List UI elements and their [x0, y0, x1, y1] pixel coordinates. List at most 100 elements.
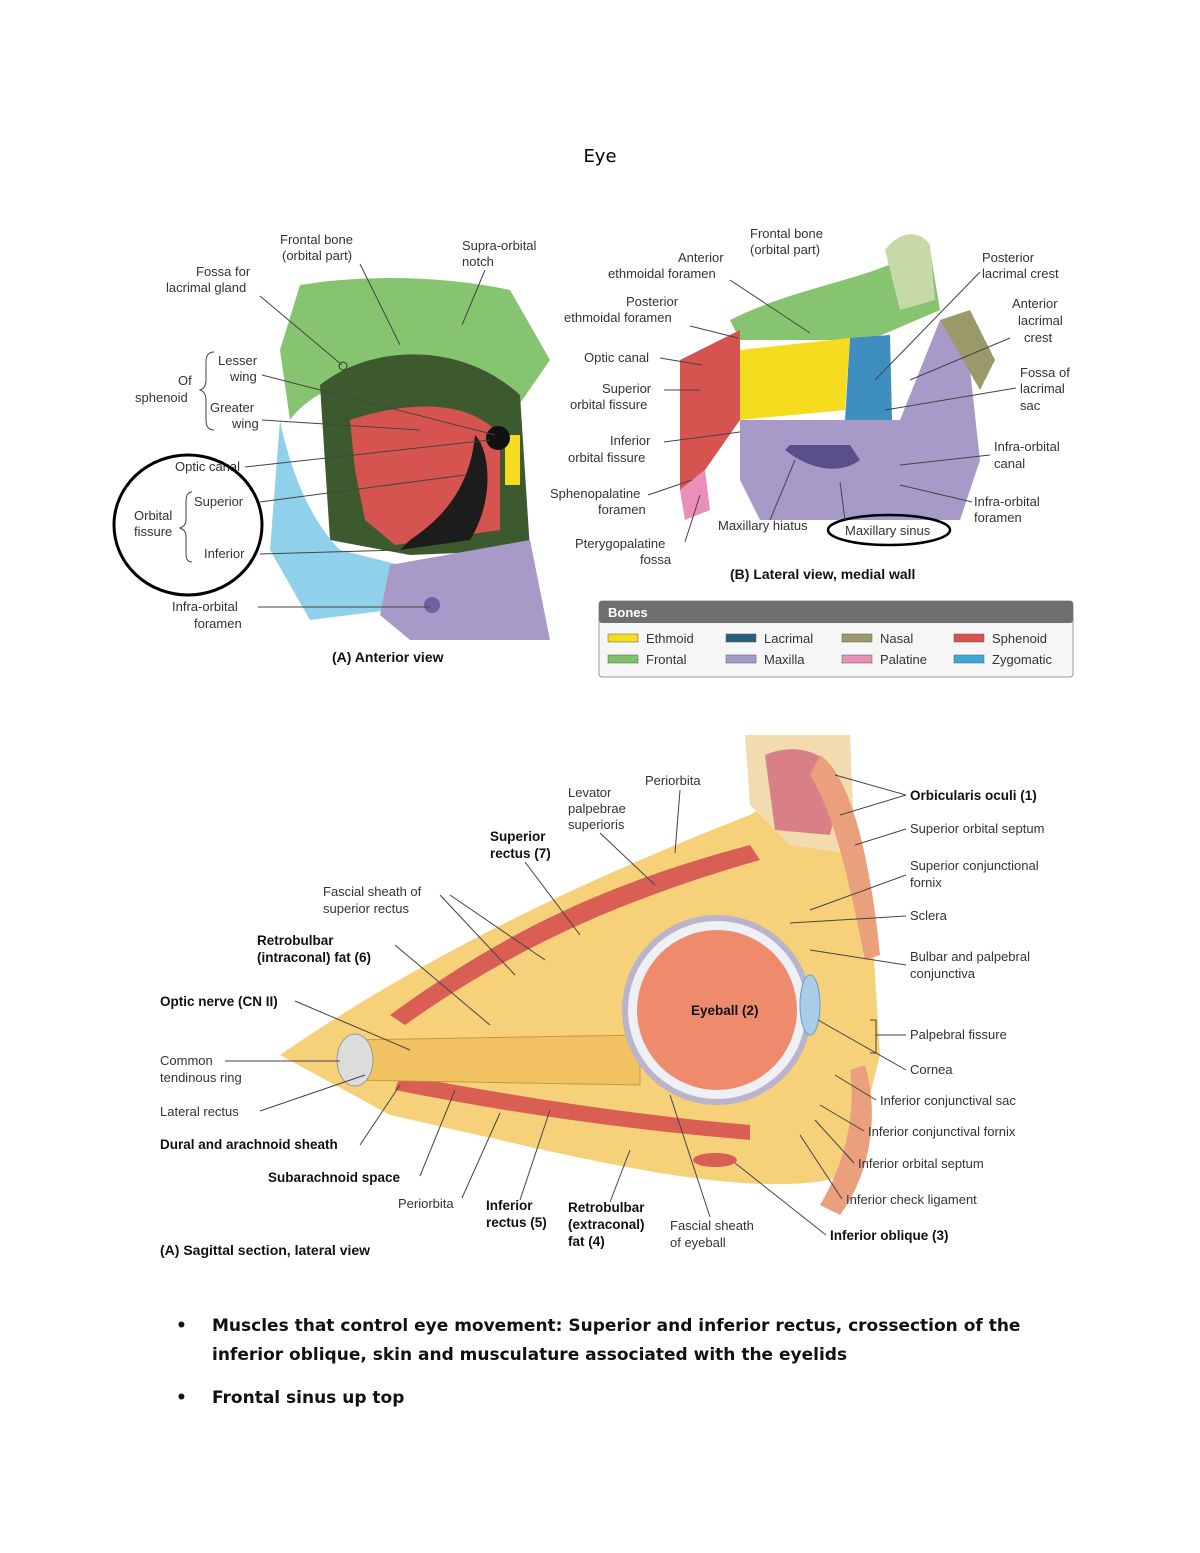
label-subarachnoid: Subarachnoid space — [268, 1170, 401, 1185]
leader-supraorbital — [461, 269, 486, 326]
optic-canal-hole — [486, 426, 510, 450]
label-infraorbital-canal-1: Infra-orbital — [994, 439, 1060, 454]
label-maxillary-hiatus: Maxillary hiatus — [718, 518, 808, 533]
legend-label-sphenoid: Sphenoid — [992, 631, 1047, 646]
label-of-sphenoid-2: sphenoid — [135, 390, 188, 405]
label-sup-conj-fornix-1: Superior conjunctional — [910, 858, 1039, 873]
label-greater-wing-1: Greater — [210, 400, 255, 415]
maxilla-region — [740, 320, 980, 520]
label-maxillary-sinus: Maxillary sinus — [845, 523, 931, 538]
leader-inf-conj-fornix — [819, 1104, 865, 1132]
leader-greater-wing — [261, 419, 421, 431]
leader-subarachnoid — [419, 1089, 456, 1177]
label-lesser-wing-1: Lesser — [218, 353, 258, 368]
frontal-sinus-bone — [885, 234, 935, 310]
label-common-ring-2: tendinous ring — [160, 1070, 242, 1085]
label-bulbar-conj-2: conjunctiva — [910, 966, 976, 981]
label-levator-1: Levator — [568, 785, 612, 800]
label-infraorbital-foramen-b-1: Infra-orbital — [974, 494, 1040, 509]
maxilla-region — [380, 540, 550, 640]
label-lateral-rectus: Lateral rectus — [160, 1104, 239, 1119]
label-lesser-wing-2: wing — [229, 369, 257, 384]
leader-optic-canal — [244, 439, 491, 468]
label-common-ring-1: Common — [160, 1053, 213, 1068]
legend-swatch-frontal — [607, 654, 639, 664]
label-retro-extra-1: Retrobulbar — [568, 1200, 645, 1215]
label-inf-fissure-1: Inferior — [610, 433, 651, 448]
label-dural-sheath: Dural and arachnoid sheath — [160, 1137, 338, 1152]
leader-anterior-eth — [729, 279, 811, 334]
label-palpebral-fissure: Palpebral fissure — [910, 1027, 1007, 1042]
cornea-shape — [799, 974, 821, 1036]
leader-posterior-eth — [689, 325, 739, 339]
leader-cornea — [817, 1019, 907, 1071]
leader-sphenopalatine — [647, 479, 693, 496]
maxillary-sinus-circle — [826, 513, 952, 547]
label-ant-lac-crest-2: lacrimal — [1018, 313, 1063, 328]
label-greater-wing-2: wing — [231, 416, 259, 431]
label-fascial-sr-2: superior rectus — [323, 901, 409, 916]
legend-title: Bones — [608, 605, 648, 620]
leader-sclera — [789, 915, 907, 924]
figure-b-caption: (B) Lateral view, medial wall — [730, 566, 915, 582]
leader-retro-extra — [609, 1149, 631, 1203]
leader-fossa-lacrimal — [259, 295, 343, 366]
bullet-icon: • — [176, 1316, 187, 1336]
legend-label-zygomatic: Zygomatic — [992, 652, 1052, 667]
label-post-lac-crest-2: lacrimal crest — [982, 266, 1059, 281]
label-of-sphenoid-1: Of — [178, 373, 192, 388]
label-optic-nerve: Optic nerve (CN II) — [160, 994, 278, 1009]
label-periorbita-top: Periorbita — [645, 773, 701, 788]
leader-infraorbital-canal — [899, 454, 991, 466]
label-sclera: Sclera — [910, 908, 948, 923]
label-anterior-eth-1: Anterior — [678, 250, 724, 265]
ethmoid-region — [505, 435, 520, 485]
label-inferior-rectus-2: rectus (5) — [486, 1215, 547, 1230]
label-orbicularis: Orbicularis oculi (1) — [910, 788, 1037, 803]
lacrimal-region — [845, 335, 892, 420]
leader-fascial-eyeball — [669, 1094, 711, 1218]
label-ant-lac-crest-1: Anterior — [1012, 296, 1058, 311]
label-levator-2: palpebrae — [568, 801, 626, 816]
leader-fascial-sr-a — [439, 894, 516, 976]
leader-inferior-oblique — [734, 1162, 827, 1236]
label-retro-intra-2: (intraconal) fat (6) — [257, 950, 371, 965]
note-text: Frontal sinus up top — [212, 1388, 405, 1408]
leader-dural-sheath — [359, 1084, 401, 1146]
label-frontal-bone-1: Frontal bone — [280, 232, 353, 247]
label-frontal-b-1: Frontal bone — [750, 226, 823, 241]
maxillary-hiatus-shape — [785, 445, 860, 469]
label-supraorbital-1: Supra-orbital — [462, 238, 537, 253]
legend-swatch-nasal — [841, 633, 873, 643]
bullet-icon: • — [176, 1388, 187, 1408]
legend-label-frontal: Frontal — [646, 652, 687, 667]
label-inf-conj-fornix: Inferior conjunctival fornix — [868, 1124, 1016, 1139]
legend-swatch-sphenoid — [953, 633, 985, 643]
label-superior: Superior — [194, 494, 244, 509]
leader-levator — [599, 832, 656, 886]
leader-post-lac-crest — [874, 271, 981, 381]
leader-inferior-fissure — [259, 549, 401, 555]
label-fossa-lacrimal-1: Fossa for — [196, 264, 251, 279]
label-eyeball: Eyeball (2) — [691, 1003, 759, 1018]
label-frontal-b-2: (orbital part) — [750, 242, 820, 257]
label-fossa-sac-1: Fossa of — [1020, 365, 1070, 380]
label-ant-lac-crest-3: crest — [1024, 330, 1053, 345]
lacrimal-fossa-marker — [338, 361, 348, 371]
leader-pterygopalatine — [684, 494, 701, 543]
leader-sup-conj-fornix — [809, 874, 907, 911]
label-infraorbital-2: foramen — [194, 616, 242, 631]
leader-inf-check-ligament — [799, 1134, 843, 1200]
label-fascial-sr-1: Fascial sheath of — [323, 884, 422, 899]
label-sup-fissure-2: orbital fissure — [570, 397, 647, 412]
sphenoid-region — [680, 330, 740, 490]
label-sup-conj-fornix-2: fornix — [910, 875, 942, 890]
ethmoid-region — [740, 338, 850, 420]
leader-optic-canal-b — [659, 357, 703, 366]
page-title: Eye — [583, 146, 617, 167]
label-anterior-eth-2: ethmoidal foramen — [608, 266, 716, 281]
label-inf-orbital-septum: Inferior orbital septum — [858, 1156, 984, 1171]
label-optic-canal-b: Optic canal — [584, 350, 649, 365]
zygomatic-region — [270, 420, 400, 620]
label-supraorbital-2: notch — [462, 254, 494, 269]
